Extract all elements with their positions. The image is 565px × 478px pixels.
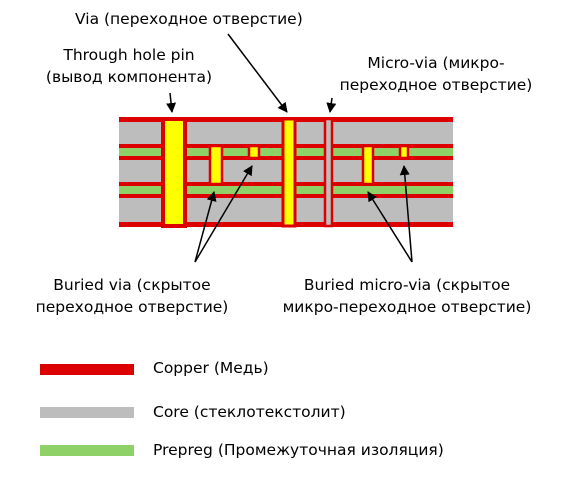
legend-label-copper: Copper (Медь) bbox=[153, 359, 269, 377]
buried-micro-via-arrow-1 bbox=[367, 191, 413, 263]
through-hole-pin-label-line2: (вывод компонента) bbox=[45, 68, 213, 86]
legend-label-prepreg: Prepreg (Промежуточная изоляция) bbox=[153, 441, 444, 459]
through-hole-pin bbox=[161, 117, 187, 228]
via-label: Via (переходное отверстие) bbox=[75, 10, 303, 28]
through-hole-pin-arrow bbox=[166, 92, 177, 113]
via-arrow bbox=[227, 33, 288, 113]
micro-via-label-line2: переходное отверстие) bbox=[339, 76, 533, 94]
through-hole-pin-label-line1: Through hole pin bbox=[63, 46, 195, 64]
buried-micro-via-label-line2: микро-переходное отверстие) bbox=[282, 298, 532, 316]
buried-via-arrow-2 bbox=[194, 165, 253, 263]
legend-swatch-core bbox=[40, 407, 134, 418]
buried-via-right bbox=[361, 144, 375, 186]
buried-micro-via-right bbox=[398, 144, 410, 160]
micro-via-arrow bbox=[326, 97, 337, 113]
legend-swatch-copper bbox=[40, 364, 134, 375]
buried-micro-via-left bbox=[247, 144, 261, 160]
buried-via-label: Buried via (скрытое переходное отверстие… bbox=[10, 274, 254, 318]
buried-micro-via-arrow-2 bbox=[399, 165, 413, 263]
buried-via-label-line2: переходное отверстие) bbox=[35, 298, 229, 316]
legend-label-core: Core (стеклотекстолит) bbox=[153, 403, 346, 421]
micro-via-label-line1: Micro-via (микро- bbox=[367, 54, 505, 72]
buried-via-label-line1: Buried via (скрытое bbox=[53, 276, 211, 294]
through-via bbox=[281, 117, 297, 228]
buried-via-arrow-1 bbox=[194, 191, 217, 263]
legend-swatch-prepreg bbox=[40, 445, 134, 456]
micro-via-through bbox=[323, 117, 334, 228]
through-hole-pin-label: Through hole pin (вывод компонента) bbox=[14, 44, 244, 88]
micro-via-label: Micro-via (микро- переходное отверстие) bbox=[318, 52, 554, 96]
buried-via bbox=[208, 144, 224, 186]
buried-micro-via-label: Buried micro-via (скрытое микро-переходн… bbox=[254, 274, 560, 318]
buried-micro-via-label-line1: Buried micro-via (скрытое bbox=[303, 276, 511, 294]
